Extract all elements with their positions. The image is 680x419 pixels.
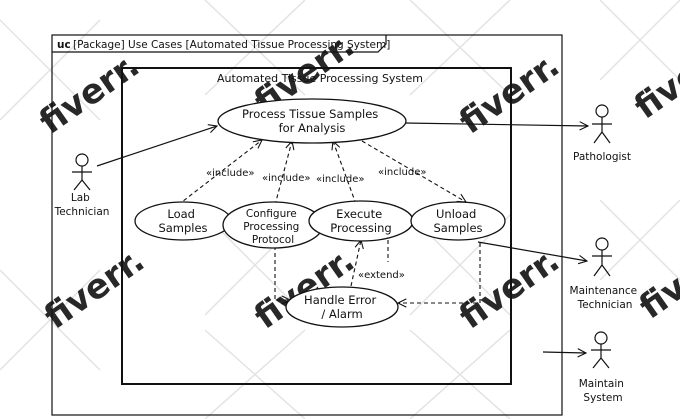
system-boundary (121, 67, 512, 385)
usecase-label-unload: Unload Samples (433, 207, 482, 235)
include-execute-to-process (333, 141, 357, 205)
extend-error-to-execute (350, 240, 361, 287)
usecase-label-load: Load Samples (158, 207, 207, 235)
actor-label-maintenance-technician: Maintenance Technician (570, 285, 641, 311)
watermark-text: fiverr. (632, 230, 680, 327)
include-label: «include» (206, 168, 254, 179)
actor-maintenance-technician (592, 237, 612, 277)
actor-label-lab-technician: Lab Technician (54, 192, 110, 218)
association-unload-to-maintenance (477, 241, 587, 261)
actor-maintain-system (591, 331, 611, 369)
actor-label-pathologist: Pathologist (573, 151, 631, 163)
include-label: «include» (316, 174, 364, 185)
watermark-text: fiverr. (452, 45, 567, 142)
frame-tab (52, 35, 387, 53)
dependency-unload-to-error (398, 243, 481, 303)
system-title: Automated Tissue Processing System (217, 72, 423, 85)
actor-label-maintain-system: Maintain System (579, 378, 628, 404)
include-process-to-unload (361, 140, 466, 202)
include-load-to-process (177, 140, 262, 206)
association-process-to-pathologist (404, 123, 588, 126)
dependency-configure-to-error (274, 246, 290, 300)
frame-keyword: uc (57, 39, 71, 51)
actor-pathologist (592, 104, 612, 144)
package-frame (51, 34, 563, 416)
include-label: «include» (262, 173, 310, 184)
frame-label: [Package] Use Cases [Automated Tissue Pr… (73, 39, 390, 51)
usecase-process-tissue-samples (217, 98, 407, 144)
usecase-handle-error-alarm (285, 286, 399, 328)
usecase-label-execute: Execute Processing (330, 207, 391, 235)
association-lab-to-process (96, 126, 217, 167)
association-to-maintain-system (542, 352, 586, 353)
usecase-label-handle-error: Handle Error / Alarm (304, 293, 380, 321)
usecase-label-configure: Configure Processing Protocol (243, 208, 302, 246)
watermark-text: fiverr. (37, 240, 152, 337)
watermark-text: fiverr. (32, 45, 147, 142)
extend-label: «extend» (358, 270, 405, 281)
include-label: «include» (378, 167, 426, 178)
usecase-label-process: Process Tissue Samples for Analysis (242, 107, 382, 135)
actor-lab-technician (72, 153, 92, 191)
usecase-unload-samples (410, 201, 506, 241)
